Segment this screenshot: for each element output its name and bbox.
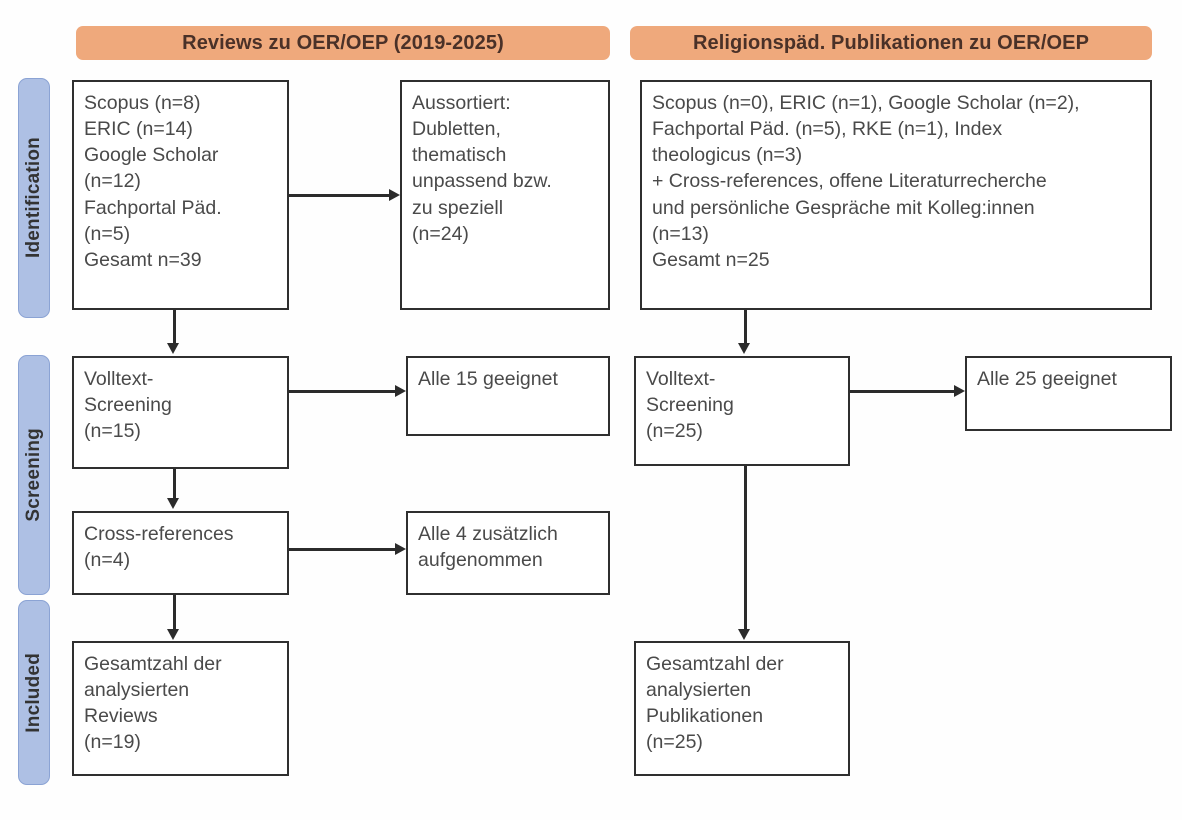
arrowhead-left-ident-to-fulltext — [167, 343, 179, 354]
arrowhead-left-fulltext-to-result — [395, 385, 406, 397]
left-crossref-box: Cross-references (n=4) — [72, 511, 289, 595]
column-header-religionspaed: Religionspäd. Publikationen zu OER/OEP — [630, 26, 1152, 60]
left-crossref-result-box: Alle 4 zusätzlich aufgenommen — [406, 511, 610, 595]
left-ident-line-6: (n=5) — [84, 222, 131, 245]
left-excl-line-4: unpassend bzw. — [412, 170, 552, 193]
right-fulltext-result-line-1: Alle 25 geeignet — [977, 368, 1117, 390]
arrowhead-left-ident-to-excluded — [389, 189, 400, 201]
arrowhead-right-fulltext-to-included — [738, 629, 750, 640]
left-excl-line-6: (n=24) — [412, 222, 469, 245]
left-included-box: Gesamtzahl der analysierten Reviews (n=1… — [72, 641, 289, 776]
right-included-line-3: Publikationen — [646, 705, 764, 728]
left-included-line-3: Reviews — [84, 705, 158, 728]
stage-label-included: Included — [23, 652, 44, 733]
left-ident-line-7: Gesamt n=39 — [84, 248, 202, 271]
right-included-line-2: analysierten — [646, 679, 752, 702]
right-ident-line-6: (n=13) — [652, 222, 709, 245]
left-fulltext-line-3: (n=15) — [84, 420, 141, 443]
arrowhead-right-ident-to-fulltext — [738, 343, 750, 354]
left-excl-line-2: Dubletten, — [412, 118, 501, 141]
left-excl-line-1: Aussortiert: — [412, 92, 511, 114]
right-ident-line-2: Fachportal Päd. (n=5), RKE (n=1), Index — [652, 118, 1003, 141]
connector-left-ident-to-excluded — [289, 194, 389, 197]
left-crossref-result-line-1: Alle 4 zusätzlich — [418, 523, 558, 545]
left-ident-line-5: Fachportal Päd. — [84, 196, 222, 219]
left-included-line-2: analysierten — [84, 679, 190, 702]
connector-left-ident-to-fulltext — [173, 310, 176, 344]
left-crossref-result-line-2: aufgenommen — [418, 549, 543, 572]
left-fulltext-result-line-1: Alle 15 geeignet — [418, 368, 558, 390]
right-fulltext-line-1: Volltext- — [646, 368, 716, 390]
left-crossref-line-1: Cross-references — [84, 523, 234, 545]
connector-left-crossref-to-included — [173, 595, 176, 630]
column-header-reviews: Reviews zu OER/OEP (2019-2025) — [76, 26, 610, 60]
left-fulltext-line-2: Screening — [84, 394, 172, 417]
connector-left-crossref-to-result — [289, 548, 395, 551]
left-ident-line-4: (n=12) — [84, 170, 141, 193]
stage-label-screening: Screening — [23, 428, 44, 522]
left-identification-box: Scopus (n=8) ERIC (n=14) Google Scholar … — [72, 80, 289, 310]
arrowhead-left-crossref-to-included — [167, 629, 179, 640]
right-ident-line-5: und persönliche Gespräche mit Kolleg:inn… — [652, 196, 1035, 219]
right-ident-line-3: theologicus (n=3) — [652, 144, 803, 167]
left-excl-line-3: thematisch — [412, 144, 507, 167]
connector-left-fulltext-to-crossref — [173, 469, 176, 499]
right-fulltext-line-2: Screening — [646, 394, 734, 417]
connector-right-fulltext-to-included — [744, 466, 747, 630]
right-ident-line-7: Gesamt n=25 — [652, 248, 770, 271]
right-fulltext-line-3: (n=25) — [646, 420, 703, 443]
stage-pill-screening: Screening — [18, 355, 50, 595]
right-fulltext-box: Volltext- Screening (n=25) — [634, 356, 850, 466]
connector-right-fulltext-to-result — [850, 390, 954, 393]
stage-label-identification: Identification — [23, 137, 44, 259]
arrowhead-left-fulltext-to-crossref — [167, 498, 179, 509]
left-ident-line-2: ERIC (n=14) — [84, 118, 193, 141]
stage-pill-identification: Identification — [18, 78, 50, 318]
right-included-line-1: Gesamtzahl der — [646, 653, 784, 675]
left-crossref-line-2: (n=4) — [84, 549, 131, 572]
left-included-line-4: (n=19) — [84, 731, 141, 754]
right-identification-box: Scopus (n=0), ERIC (n=1), Google Scholar… — [640, 80, 1152, 310]
right-included-box: Gesamtzahl der analysierten Publikatione… — [634, 641, 850, 776]
left-excl-line-5: zu speziell — [412, 196, 504, 219]
arrowhead-right-fulltext-to-result — [954, 385, 965, 397]
left-included-line-1: Gesamtzahl der — [84, 653, 222, 675]
arrowhead-left-crossref-to-result — [395, 543, 406, 555]
right-ident-line-1: Scopus (n=0), ERIC (n=1), Google Scholar… — [652, 92, 1080, 114]
stage-pill-included: Included — [18, 600, 50, 785]
left-fulltext-box: Volltext- Screening (n=15) — [72, 356, 289, 469]
connector-left-fulltext-to-result — [289, 390, 395, 393]
left-fulltext-result-box: Alle 15 geeignet — [406, 356, 610, 436]
right-ident-line-4: + Cross-references, offene Literaturrech… — [652, 170, 1047, 193]
left-excluded-box: Aussortiert: Dubletten, thematisch unpas… — [400, 80, 610, 310]
left-ident-line-1: Scopus (n=8) — [84, 92, 201, 114]
right-fulltext-result-box: Alle 25 geeignet — [965, 356, 1172, 431]
connector-right-ident-to-fulltext — [744, 310, 747, 344]
left-ident-line-3: Google Scholar — [84, 144, 219, 167]
left-fulltext-line-1: Volltext- — [84, 368, 154, 390]
right-included-line-4: (n=25) — [646, 731, 703, 754]
